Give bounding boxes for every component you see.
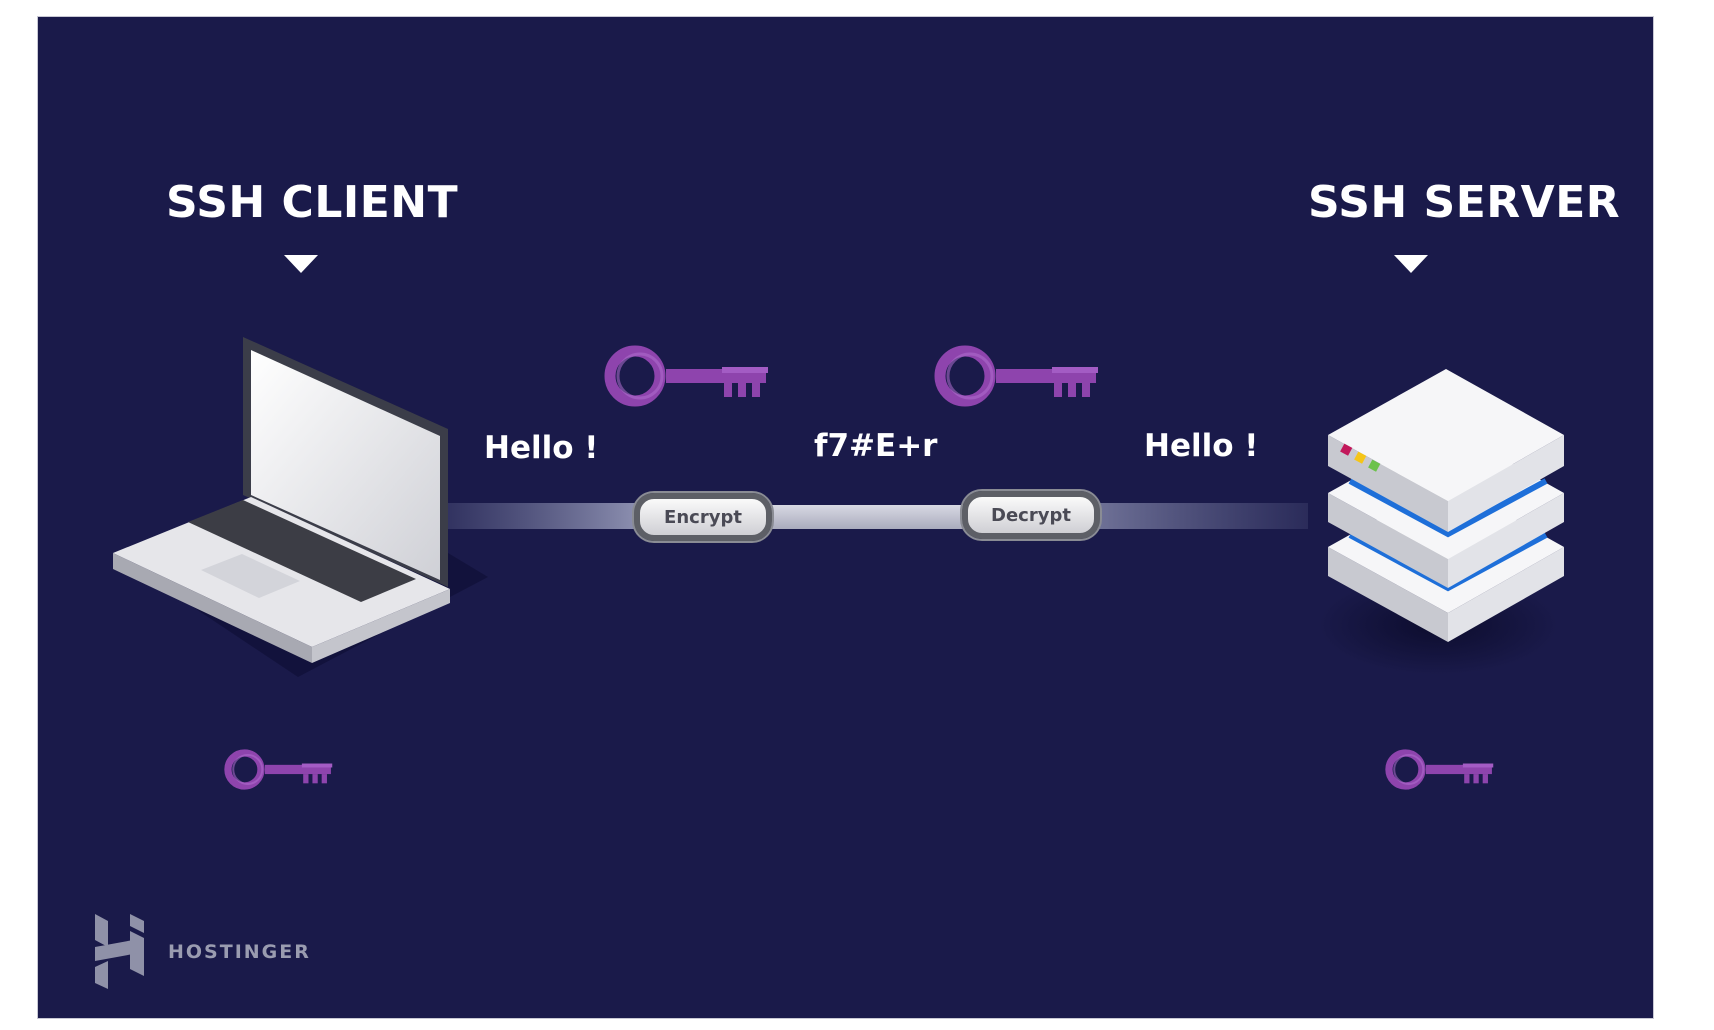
key-icon <box>224 749 333 790</box>
key-icon <box>934 345 1098 407</box>
status-light-yellow <box>1354 451 1367 464</box>
plaintext-right: Hello ! <box>1144 428 1259 464</box>
encrypt-badge: Encrypt <box>634 493 772 541</box>
decrypt-badge: Decrypt <box>962 491 1100 539</box>
laptop-icon <box>113 337 488 677</box>
status-light-red <box>1340 443 1353 456</box>
client-title: SSH CLIENT <box>166 177 459 228</box>
status-light-green <box>1368 459 1381 472</box>
key-icon <box>1385 749 1494 790</box>
triangle-down-icon <box>1394 255 1428 273</box>
ciphertext: f7#E+r <box>814 428 938 464</box>
server-stack-icon <box>1318 369 1564 675</box>
diagram-panel: SSH CLIENT SSH SERVER Hello ! f7#E+r Hel… <box>37 16 1654 1019</box>
triangle-down-icon <box>284 255 318 273</box>
server-title: SSH SERVER <box>1308 177 1621 228</box>
brand-name: HOSTINGER <box>168 941 311 963</box>
hostinger-logo-icon <box>95 914 144 989</box>
plaintext-left: Hello ! <box>484 430 599 466</box>
key-icon <box>604 345 768 407</box>
diagram-canvas <box>95 255 1564 989</box>
connection-beam <box>428 503 1308 529</box>
